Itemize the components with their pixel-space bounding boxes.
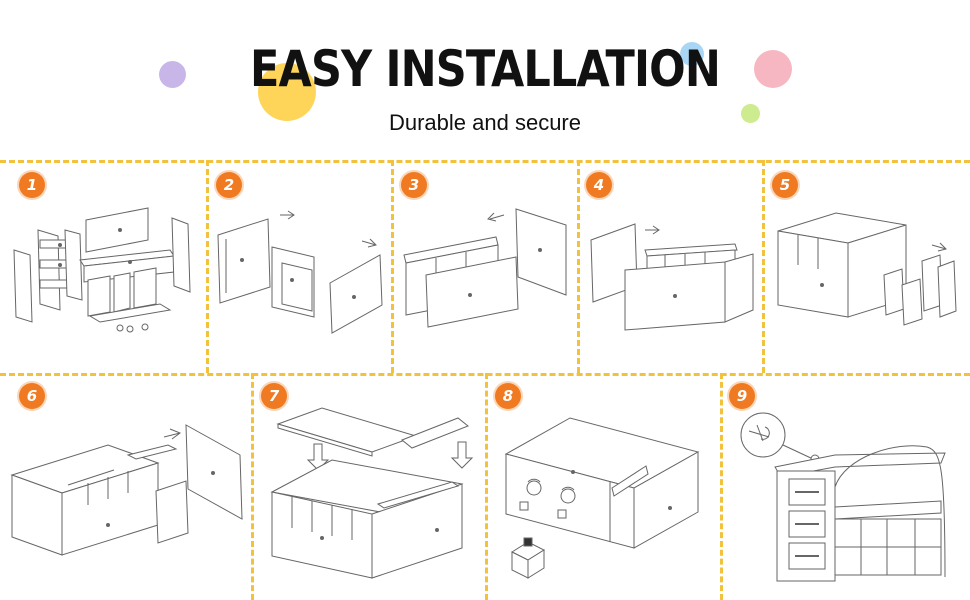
step-badge-4: 4: [586, 172, 612, 198]
step-badge-5: 5: [772, 172, 798, 198]
step-7-illustration: [262, 398, 480, 583]
step-5-illustration: [772, 205, 964, 340]
divider-v1: [206, 160, 209, 373]
decor-dot-green: [741, 104, 760, 123]
step-badge-7: 7: [261, 383, 287, 409]
step-badge-1: 1: [19, 172, 45, 198]
decor-dot-pink: [754, 50, 792, 88]
divider-v7: [720, 373, 723, 600]
decor-dot-purple: [159, 61, 186, 88]
step-badge-3: 3: [401, 172, 427, 198]
step-badge-8: 8: [495, 383, 521, 409]
step-badge-9: 9: [729, 383, 755, 409]
decor-dot-yellow: [258, 63, 316, 121]
step-9-illustration: [735, 397, 965, 587]
divider-v3: [577, 160, 580, 373]
step-badge-6: 6: [19, 383, 45, 409]
divider-v5: [251, 373, 254, 600]
page-title: EASY INSTALLATION: [250, 40, 721, 98]
step-4-illustration: [585, 210, 757, 335]
step-8-illustration: [498, 412, 710, 584]
step-badge-2: 2: [216, 172, 242, 198]
divider-v2: [391, 160, 394, 373]
divider-v6: [485, 373, 488, 600]
step-6-illustration: [8, 415, 246, 560]
step-2-illustration: [212, 205, 387, 335]
page-subtitle: Durable and secure: [388, 110, 581, 135]
step-1-illustration: [10, 200, 200, 340]
decor-dot-blue: [680, 42, 704, 66]
divider-v4: [762, 160, 765, 373]
divider-top: [0, 160, 970, 163]
step-3-illustration: [400, 205, 572, 335]
